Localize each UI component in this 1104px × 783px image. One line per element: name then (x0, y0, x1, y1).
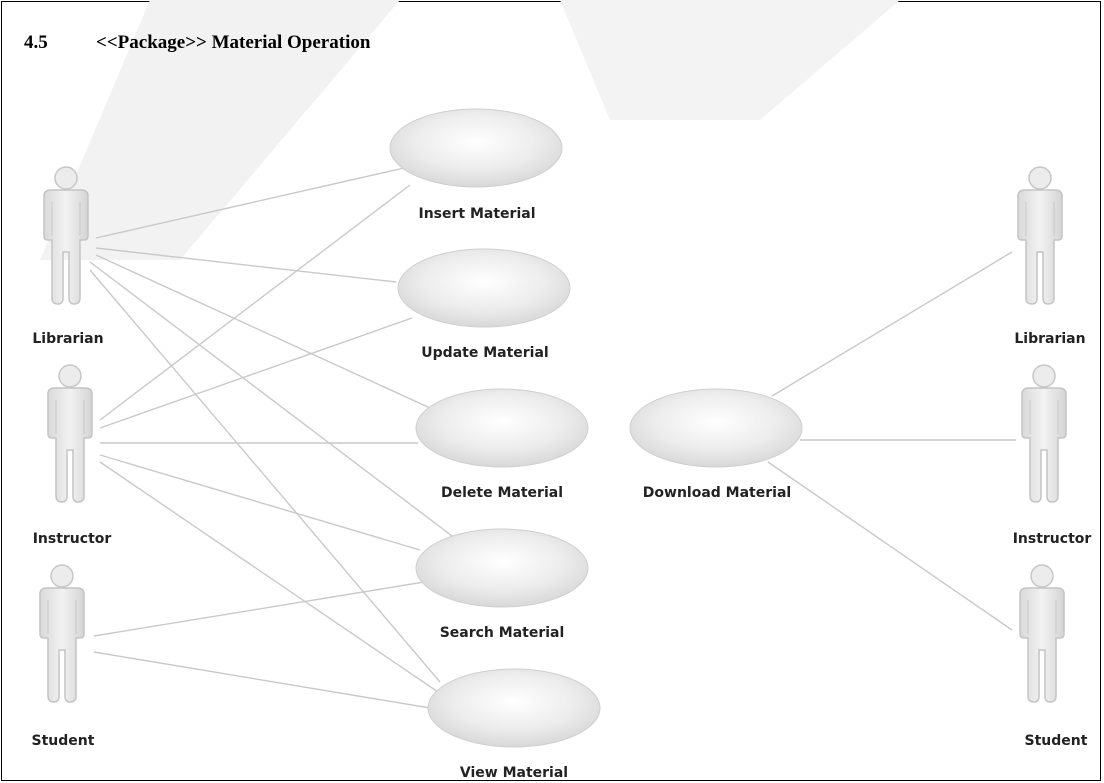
use-case-label: Download Material (643, 485, 791, 501)
actor-librarian-left: Librarian (32, 166, 104, 347)
section-heading: 4.5 <<Package>> Material Operation (24, 32, 370, 54)
watermark-shape (40, 0, 400, 260)
actor-figure-icon (47, 364, 93, 503)
use-case-download-material: Download Material (629, 388, 803, 501)
actor-librarian-right: Librarian (1014, 166, 1086, 347)
actor-figure-icon (1017, 166, 1063, 305)
use-case-ellipse (415, 528, 589, 608)
actor-figure-icon (39, 564, 85, 703)
section-number: 4.5 (24, 32, 48, 53)
association-lines (89, 167, 1016, 709)
actor-label: Instructor (33, 531, 112, 547)
use-case-ellipse (389, 108, 563, 188)
use-case-ellipse (397, 248, 571, 328)
actor-instructor-right: Instructor (1013, 364, 1092, 547)
actor-label: Librarian (1014, 331, 1085, 347)
use-case-ellipse (629, 388, 803, 468)
use-case-ellipse (427, 668, 601, 748)
use-case-ellipse (415, 388, 589, 468)
actor-figure-icon (1021, 364, 1067, 503)
use-case-search-material: Search Material (415, 528, 589, 641)
use-case-delete-material: Delete Material (415, 388, 589, 501)
use-case-insert-material: Insert Material (389, 108, 563, 222)
actor-student-right: Student (1019, 564, 1088, 749)
actor-student-left: Student (32, 564, 95, 749)
use-case-view-material: View Material (427, 668, 601, 781)
use-case-label: View Material (460, 765, 568, 781)
actor-label: Instructor (1013, 531, 1092, 547)
use-case-label: Delete Material (441, 485, 563, 501)
actor-instructor-left: Instructor (33, 364, 112, 547)
use-case-label: Insert Material (419, 206, 536, 222)
actor-label: Student (1025, 733, 1088, 749)
watermark-shape (560, 0, 900, 120)
actor-label: Student (32, 733, 95, 749)
actor-figure-icon (1019, 564, 1065, 703)
section-title: <<Package>> Material Operation (96, 32, 371, 53)
use-case-label: Search Material (440, 625, 565, 641)
use-case-update-material: Update Material (397, 248, 571, 361)
actor-label: Librarian (32, 331, 103, 347)
use-case-label: Update Material (421, 345, 548, 361)
